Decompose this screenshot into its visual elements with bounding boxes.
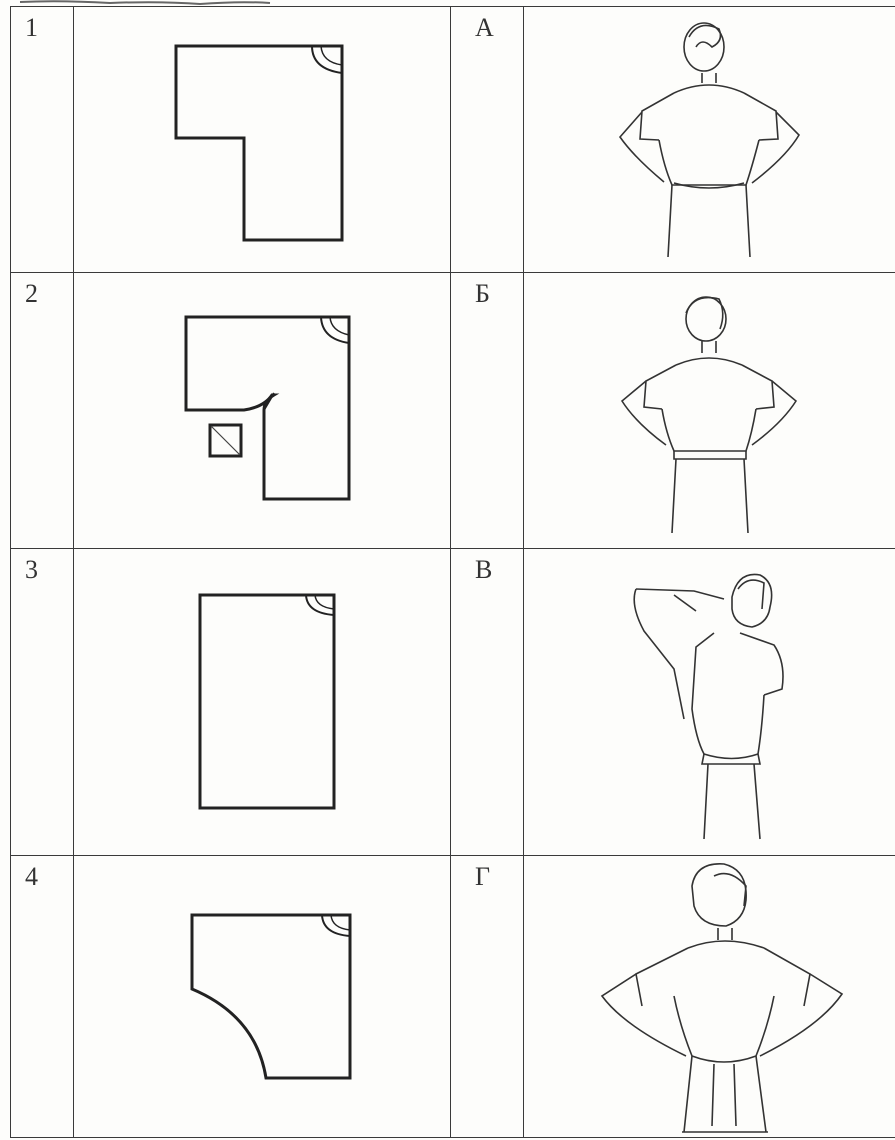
row-number-cell: 1: [11, 7, 74, 273]
rectangle-pattern-icon: [74, 549, 451, 856]
letter-cell: Г: [451, 856, 524, 1138]
table-row: 1 А: [11, 7, 895, 273]
pattern-cell: [74, 7, 451, 273]
figure-cell: [524, 273, 895, 549]
figure-cell: [524, 549, 895, 856]
pattern-cell: [74, 549, 451, 856]
row-number: 4: [25, 862, 38, 892]
row-letter: Б: [475, 279, 490, 309]
row-number-cell: 4: [11, 856, 74, 1138]
table-row: 3 В: [11, 549, 895, 856]
dress-raised-arm-figure-icon: [524, 549, 895, 856]
dress-gusset-figure-icon: [524, 273, 895, 549]
figure-cell: [524, 856, 895, 1138]
pattern-cell: [74, 273, 451, 549]
row-letter: В: [475, 555, 492, 585]
letter-cell: А: [451, 7, 524, 273]
table-row: 2 Б: [11, 273, 895, 549]
row-number-cell: 2: [11, 273, 74, 549]
table-row: 4 Г: [11, 856, 895, 1138]
pattern-cell: [74, 856, 451, 1138]
row-number-cell: 3: [11, 549, 74, 856]
letter-cell: Б: [451, 273, 524, 549]
row-number: 2: [25, 279, 38, 309]
l-shape-pattern-icon: [74, 7, 451, 273]
row-letter: А: [475, 13, 494, 43]
row-number: 1: [25, 13, 38, 43]
l-shape-gusset-pattern-icon: [74, 273, 451, 549]
tunic-wide-sleeve-figure-icon: [524, 856, 895, 1138]
row-number: 3: [25, 555, 38, 585]
dress-figure-icon: [524, 7, 895, 273]
figure-cell: [524, 7, 895, 273]
matching-table: 1 А: [10, 6, 895, 1138]
letter-cell: В: [451, 549, 524, 856]
curved-underarm-pattern-icon: [74, 856, 451, 1138]
row-letter: Г: [475, 862, 490, 892]
